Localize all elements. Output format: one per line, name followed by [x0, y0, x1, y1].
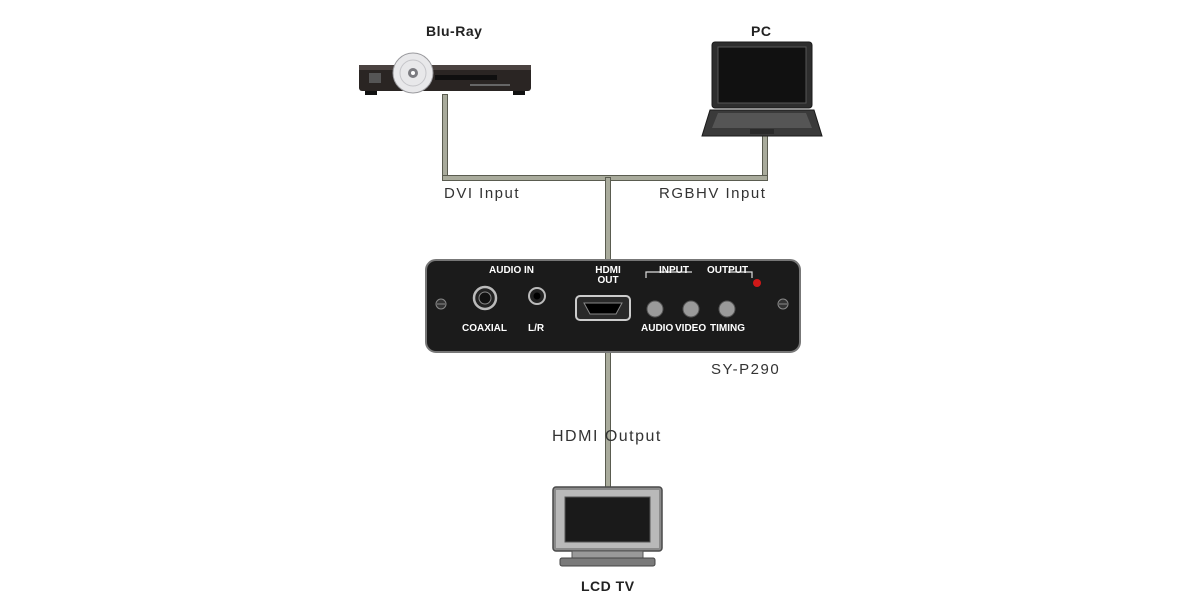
cable-pc-down: [763, 135, 767, 178]
cable-to-converter: [606, 178, 610, 264]
rgbhv-input-label: RGBHV Input: [659, 185, 767, 202]
coaxial-label: COAXIAL: [462, 323, 507, 334]
video-button-label: VIDEO: [675, 323, 707, 334]
converter-model-label: SY-P290: [711, 361, 781, 378]
cable-bluray-down: [443, 95, 447, 178]
timing-button-label: TIMING: [710, 323, 745, 334]
audio-button-label: AUDIO: [641, 323, 674, 334]
hdmi-output-label: HDMI Output: [552, 428, 662, 445]
audio-in-label: AUDIO IN: [489, 265, 534, 276]
laptop-icon: [701, 41, 823, 137]
hdmi-out-label-line1: HDMI: [595, 265, 621, 276]
cable-horizontal: [443, 176, 767, 180]
output-label: OUTPUT: [707, 265, 749, 276]
dvi-input-label: DVI Input: [444, 185, 521, 202]
lr-label: L/R: [528, 323, 545, 334]
hdmi-out-label-line2: OUT: [597, 275, 619, 286]
lcd-tv-icon: [552, 486, 663, 567]
cable-to-tv: [606, 352, 610, 492]
input-label: INPUT: [659, 265, 689, 276]
pc-title: PC: [751, 23, 772, 39]
converter-box: [425, 259, 801, 353]
bluray-title: Blu-Ray: [426, 23, 483, 39]
bluray-player-icon: [359, 52, 531, 95]
lcd-tv-title: LCD TV: [581, 578, 635, 594]
